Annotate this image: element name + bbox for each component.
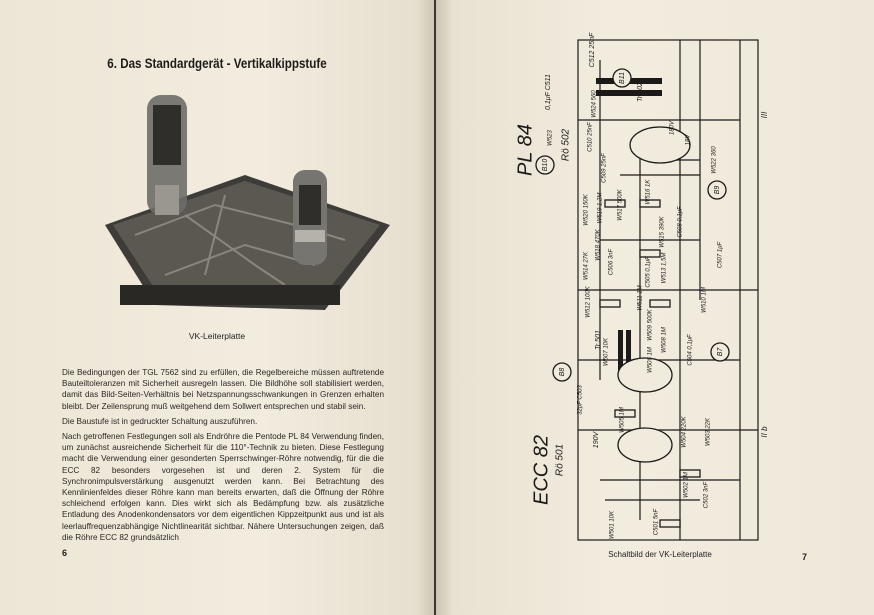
schematic-wires — [577, 39, 759, 541]
schematic-label-w513: W513 1,5M — [662, 253, 668, 284]
schematic-label-w504: W504 220K — [682, 415, 688, 447]
photo-caption: VK-Leiterplatte — [188, 331, 246, 341]
schematic-label-c512: C512 25nF — [589, 32, 596, 67]
terminal-b7 — [710, 342, 730, 362]
schematic-label-w502: W502 1M — [684, 472, 690, 498]
schematic-label-w505: W505 1M — [620, 407, 626, 433]
schematic-label-w516: W516 1K — [646, 179, 652, 205]
terminal-b11 — [612, 68, 632, 88]
schematic-label-w508: W508 1M — [662, 327, 668, 353]
schematic-label-w509: W509 500K — [648, 308, 654, 340]
schematic-label-c502: C502 3nF — [704, 481, 710, 508]
schematic-label-ro502: Rö 502 — [561, 128, 572, 161]
schematic-label-c501: C501 5nF — [654, 508, 660, 535]
schematic-label-w519: W519 1,2M — [598, 193, 604, 224]
schematic-label-c511: 0,1μF C511 — [545, 74, 552, 110]
schematic-label-b8: B8 — [559, 368, 566, 377]
paragraph: Die Bedingungen der TGL 7562 sind zu erf… — [62, 368, 384, 411]
schematic-label-ro501: Rö 501 — [555, 444, 566, 476]
schematic-label-c510: C510 25nF — [588, 122, 594, 152]
schematic-label-b11: B11 — [619, 72, 626, 84]
left-page: 6. Das Standardgerät - Vertikalkippstufe… — [0, 0, 434, 615]
schematic-label-c508: C508 0,1μF — [678, 206, 684, 238]
schematic-label-w522: W522 360 — [712, 146, 718, 174]
schematic-label-v180: 180V — [670, 120, 676, 135]
schematic-label-w515: W515 390K — [660, 215, 666, 247]
schematic-label-w510: W510 1M — [702, 287, 708, 313]
schematic-label-tr502: Tr 502 — [637, 82, 644, 102]
page-number-right: 7 — [802, 552, 808, 562]
schematic-label-w524: W524 560 — [592, 90, 598, 118]
schematic-label-w507: W507 10K — [604, 337, 610, 366]
schematic-label-w514: W514 27K — [584, 251, 590, 280]
tube-ecc82-b — [617, 427, 673, 463]
schematic-label-w512: W512 100K — [586, 285, 592, 317]
schematic-caption: Schaltbild der VK-Leiterplatte — [608, 550, 712, 559]
terminal-b9 — [707, 180, 727, 200]
schematic-label-ecc82: ECC 82 — [530, 435, 552, 505]
schematic-label-w506: W506 1M — [648, 347, 654, 373]
schematic-label-c503: 32pF C503 — [578, 385, 584, 415]
schematic-label-iii: III — [760, 111, 769, 118]
terminal-b8 — [552, 362, 572, 382]
schematic-label-c506: C506 3nF — [609, 248, 615, 275]
schematic-label-c505: C505 0,1μF — [646, 256, 652, 288]
schematic-label-v18: 18V — [686, 134, 692, 146]
tube-ecc82-a — [617, 357, 673, 393]
schematic-label-c507: C507 1μF — [718, 242, 724, 269]
schematic-label-w517: W517 500K — [618, 188, 624, 220]
schematic-label-w523: W523 — [548, 130, 554, 146]
schematic-label-w503: W503 22K — [706, 417, 712, 446]
schematic-label-w520: W520 150K — [584, 193, 590, 225]
transformer-tr501 — [618, 330, 623, 375]
schematic-label-tr501: Tr 501 — [595, 330, 602, 350]
schematic-label-b10: B10 — [542, 159, 549, 172]
pcb-photo — [105, 95, 390, 310]
page-number-left: 6 — [62, 548, 68, 558]
schematic-label-c509: C509 25nF — [602, 153, 608, 183]
schematic-label-v190: 190V — [593, 431, 600, 449]
schematic-label-w501: W501 10K — [610, 510, 616, 539]
body-text: Die Bedingungen der TGL 7562 sind zu erf… — [62, 367, 384, 547]
paragraph: Die Baustufe ist in gedruckter Schaltung… — [62, 416, 258, 426]
terminal-b10 — [535, 155, 555, 175]
schematic-label-w511: W511 1M — [638, 285, 644, 310]
tube-pl84 — [629, 126, 691, 164]
chapter-title: 6. Das Standardgerät - Vertikalkippstufe — [107, 56, 327, 71]
schematic-label-pl84: PL 84 — [514, 124, 536, 176]
schematic-label-c504: C504 0,1μF — [688, 334, 694, 366]
paragraph: Nach getroffenen Festlegungen soll als E… — [62, 432, 384, 542]
schematic-label-iib: II b — [760, 426, 769, 438]
schematic-label-w518: W518 470K — [596, 228, 602, 260]
schematic-label-b9: B9 — [714, 186, 721, 195]
schematic-label-b7: B7 — [717, 347, 724, 357]
